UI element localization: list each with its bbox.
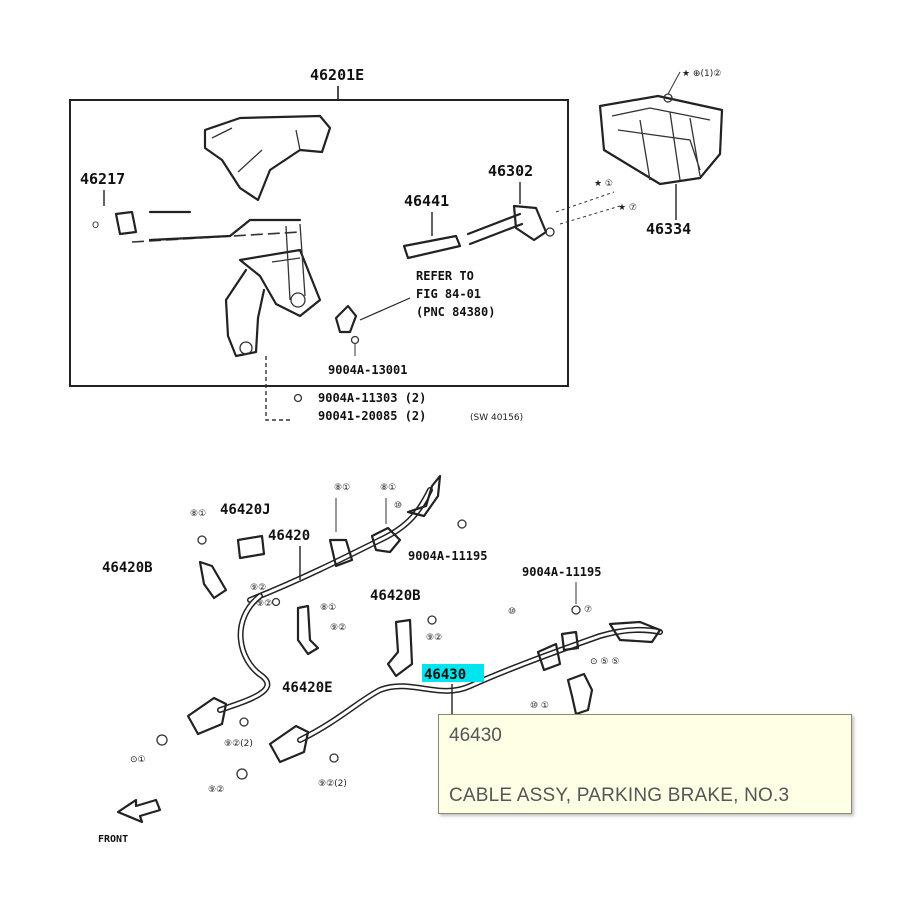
front-indicator: FRONT	[98, 834, 128, 845]
label-9004a-11195-right[interactable]: 9004A-11195	[522, 565, 601, 579]
svg-text:⑨②(2): ⑨②(2)	[224, 739, 253, 749]
assembly-label[interactable]: 46201E	[310, 66, 364, 84]
refer-line-1: REFER TO	[416, 269, 474, 283]
refer-line-2[interactable]: FIG 84-01	[416, 287, 481, 301]
tooltip-description: CABLE ASSY, PARKING BRAKE, NO.3	[449, 785, 790, 806]
bolts-under-box: 9004A-11303 (2) 90041-20085 (2) (SW 4015…	[265, 356, 523, 423]
svg-text:⑨②: ⑨②	[208, 785, 224, 795]
label-9004a-11195-top[interactable]: 9004A-11195	[408, 549, 487, 563]
refer-line-3[interactable]: (PNC 84380)	[416, 305, 495, 319]
svg-text:⑨②(2): ⑨②(2)	[318, 779, 347, 789]
assembly-46201e: 46201E 46217 O 46441 46302 REFER TO FIG	[69, 66, 569, 387]
label-46420e[interactable]: 46420E	[282, 680, 333, 696]
label-46420b-mid[interactable]: 46420B	[370, 588, 421, 604]
label-46420b-left[interactable]: 46420B	[102, 560, 153, 576]
highlight-46430-bg	[422, 664, 484, 682]
svg-text:⑨②: ⑨②	[250, 583, 266, 593]
svg-text:⑧①: ⑧①	[190, 509, 206, 519]
label-46420j[interactable]: 46420J	[220, 502, 271, 518]
svg-text:⑩: ⑩	[394, 501, 402, 511]
bracket-46334: ★ ⊕(1)② ★ ① ★ ⑦ 46334	[555, 69, 724, 238]
tooltip-part-number: 46430	[449, 725, 502, 746]
label-90041-20085[interactable]: 90041-20085 (2)	[318, 409, 426, 423]
svg-text:⑧①: ⑧①	[334, 483, 350, 493]
svg-text:★ ⑦: ★ ⑦	[618, 203, 637, 213]
cable-section: ⊙① ⑨② ⑨②(2) ⑨②(2) ⑧① ⑧① ⑩ 9004A-11195 46…	[98, 474, 663, 845]
svg-text:★ ⊕(1)②: ★ ⊕(1)②	[682, 69, 721, 79]
svg-text:⑨②: ⑨②	[256, 599, 272, 609]
svg-text:★ ①: ★ ①	[594, 179, 613, 189]
label-9004a-13001[interactable]: 9004A-13001	[328, 363, 407, 377]
svg-text:⑧①: ⑧①	[320, 603, 336, 613]
label-46430-highlighted[interactable]: 46430	[424, 667, 466, 683]
svg-text:⊙ ⑤ ⑤: ⊙ ⑤ ⑤	[590, 657, 619, 667]
label-9004a-11303[interactable]: 9004A-11303 (2)	[318, 391, 426, 405]
svg-text:O: O	[92, 221, 99, 231]
label-46420[interactable]: 46420	[268, 528, 310, 544]
svg-text:⑩ ①: ⑩ ①	[530, 701, 549, 711]
part-tooltip: 46430 CABLE ASSY, PARKING BRAKE, NO.3	[438, 714, 852, 814]
label-46334[interactable]: 46334	[646, 220, 691, 238]
label-46302[interactable]: 46302	[488, 162, 533, 180]
svg-text:⑨②: ⑨②	[426, 633, 442, 643]
svg-text:⑨②: ⑨②	[330, 623, 346, 633]
svg-text:⑦: ⑦	[584, 605, 592, 615]
label-46441[interactable]: 46441	[404, 192, 449, 210]
svg-text:⑧①: ⑧①	[380, 483, 396, 493]
label-46217[interactable]: 46217	[80, 170, 125, 188]
svg-text:⊙①: ⊙①	[130, 755, 146, 765]
svg-text:(SW 40156): (SW 40156)	[470, 413, 523, 423]
svg-text:⑩: ⑩	[508, 607, 516, 617]
